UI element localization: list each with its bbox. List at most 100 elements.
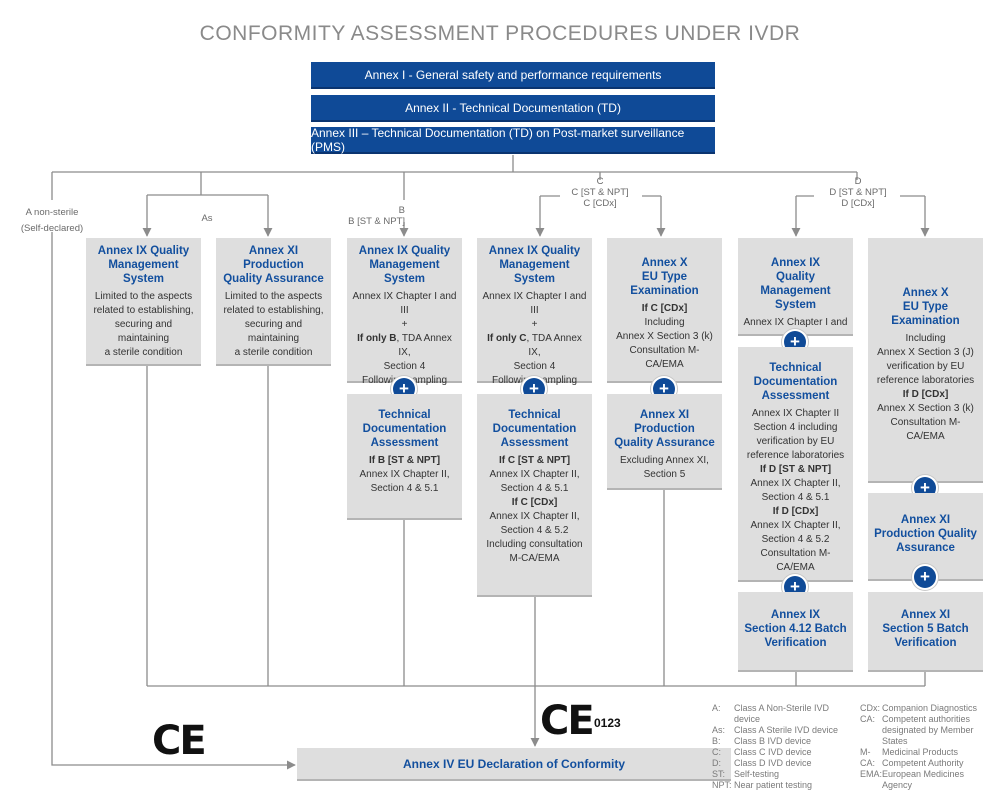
- title-line: Management System: [108, 259, 179, 285]
- legend-value-line: Class C IVD device: [734, 747, 812, 757]
- box-c-pqa: Annex XI Production Quality Assurance Ex…: [607, 394, 722, 490]
- title-line: Assessment: [500, 437, 569, 449]
- legend-entry: B: Class B IVD device: [712, 736, 852, 747]
- annex-i-bar: Annex I - General safety and performance…: [311, 62, 715, 89]
- title-line: Management System: [369, 259, 440, 285]
- legend-value-line: Medicinal Products: [882, 747, 959, 757]
- text-line: If only C, TDA Annex IX,: [482, 332, 587, 360]
- title-line: Assessment: [761, 390, 830, 402]
- text-line: If D [CDx]: [902, 389, 949, 400]
- text-line: Section 4 & 5.1: [370, 483, 439, 494]
- legend-value-line: Self-testing: [734, 769, 780, 779]
- branch-label-as: As: [201, 213, 213, 224]
- branch-c-line2: C [ST & NPT]: [571, 187, 629, 198]
- legend-value: Self-testing: [734, 769, 852, 780]
- title-line: Documentation: [362, 423, 447, 435]
- branch-b-line2: B [ST & NPT]: [348, 216, 405, 227]
- legend-key: A:: [712, 703, 721, 713]
- box-d-batch: Annex IX Section 4.12 Batch Verification: [738, 592, 853, 672]
- legend-value-line: Class B IVD device: [734, 736, 812, 746]
- box-as-qms: Annex IX Quality Management System Limit…: [86, 238, 201, 366]
- box-b-qms: Annex IX Quality Management System Annex…: [347, 238, 462, 400]
- legend-value-line: device: [734, 714, 761, 724]
- legend-value-line: States: [882, 736, 908, 746]
- text-line: Section 4 & 5.1: [500, 483, 569, 494]
- box-c-eut: Annex X EU Type Examination If C [CDx] I…: [607, 238, 722, 383]
- annex-iii-bar: Annex III – Technical Documentation (TD)…: [311, 126, 715, 154]
- page-title: CONFORMITY ASSESSMENT PROCEDURES UNDER I…: [199, 22, 801, 45]
- title-line: Annex IX Quality: [97, 245, 190, 257]
- title-line: Annex XI Production: [634, 409, 695, 435]
- title-line: System: [775, 299, 816, 311]
- title-line: Verification: [894, 637, 957, 649]
- box-d-batch-title: Annex IX Section 4.12 Batch Verification: [743, 608, 848, 650]
- ce-mark-notified: CE: [540, 698, 595, 744]
- annex-ii-bar: Annex II - Technical Documentation (TD): [311, 95, 715, 122]
- text-line: Including consultation: [486, 539, 583, 550]
- branch-a-line1: A non-sterile: [25, 207, 79, 218]
- text-line: Section 5: [643, 469, 686, 480]
- legend-key: D:: [712, 758, 721, 768]
- legend-value: Class C IVD device: [734, 747, 852, 758]
- title-line: Annex XI: [900, 514, 951, 526]
- legend-value-line: Class A Sterile IVD device: [734, 725, 839, 735]
- box-as-pqa-title: Annex XI Production Quality Assurance: [221, 244, 326, 286]
- box-as-qms-title: Annex IX Quality Management System: [91, 244, 196, 286]
- text-line: Limited to the aspects: [94, 291, 193, 302]
- title-line: Documentation: [753, 376, 838, 388]
- title-line: Annex X: [902, 287, 949, 299]
- legend-value-line: Companion Diagnostics: [882, 703, 978, 713]
- legend-entry: NPT:Near patient testing: [712, 780, 852, 791]
- box-d-pqa-title: Annex XI Production Quality Assurance: [873, 513, 978, 555]
- text-line: Consultation M-CA/EMA: [760, 548, 831, 573]
- branch-label-a: A non-sterile (Self-declared): [4, 205, 100, 237]
- text-line: Including: [644, 317, 685, 328]
- title-line: Assurance: [896, 542, 955, 554]
- box-c-tda-title: Technical Documentation Assessment: [482, 408, 587, 450]
- legend-value: Class A Sterile IVD device: [734, 725, 852, 736]
- text-line: Section 4 & 5.2: [500, 525, 569, 536]
- title-line: Management System: [499, 259, 570, 285]
- a-down: [51, 232, 296, 770]
- legend-key: B:: [712, 736, 721, 746]
- title-line: Assessment: [370, 437, 439, 449]
- text-line: a sterile condition: [234, 347, 313, 358]
- legend-value: Near patient testing: [734, 780, 852, 791]
- bold-condition: If only C: [487, 333, 527, 344]
- text-line: If D [CDx]: [772, 506, 819, 517]
- title-line: Examination: [630, 285, 699, 297]
- title-line: Annex IX Quality: [488, 245, 581, 257]
- branch-label-b: B B [ST & NPT]: [335, 205, 405, 227]
- box-c-qms-title: Annex IX Quality Management System: [482, 244, 587, 286]
- branch-label-d: D D [ST & NPT] D [CDx]: [815, 176, 901, 209]
- title-line: Annex X: [641, 257, 688, 269]
- title-line: Technical: [378, 409, 431, 421]
- text-line: Annex IX Chapter I and III: [482, 291, 587, 316]
- text-line: Including: [905, 333, 946, 344]
- text-line: Annex IX Chapter II,: [489, 469, 580, 480]
- legend-entry: As:Class A Sterile IVD device: [712, 725, 852, 736]
- text-line: +: [531, 319, 538, 330]
- condition-rest: , TDA Annex IX,: [526, 333, 582, 358]
- title-line: Verification: [764, 637, 827, 649]
- text-line: If only B, TDA Annex IX,: [352, 332, 457, 360]
- text-line: Section 4 including: [753, 422, 838, 433]
- text-line: Annex X Section 3 (J): [877, 347, 974, 358]
- legend-value-line: European Medicines: [882, 769, 965, 779]
- title-line: Technical: [508, 409, 561, 421]
- text-line: Annex IX Chapter II,: [750, 520, 841, 531]
- title-line: Production Quality: [874, 528, 977, 540]
- text-line: securing and maintaining: [114, 319, 173, 344]
- box-d-eut: Annex X EU Type Examination Including An…: [868, 238, 983, 483]
- legend-key: M-CA:: [860, 747, 876, 768]
- text-line: Section 4: [513, 361, 556, 372]
- title-line: Quality Management: [760, 271, 831, 297]
- text-line: If C [CDx]: [641, 303, 688, 314]
- legend-key: ST:: [712, 769, 726, 779]
